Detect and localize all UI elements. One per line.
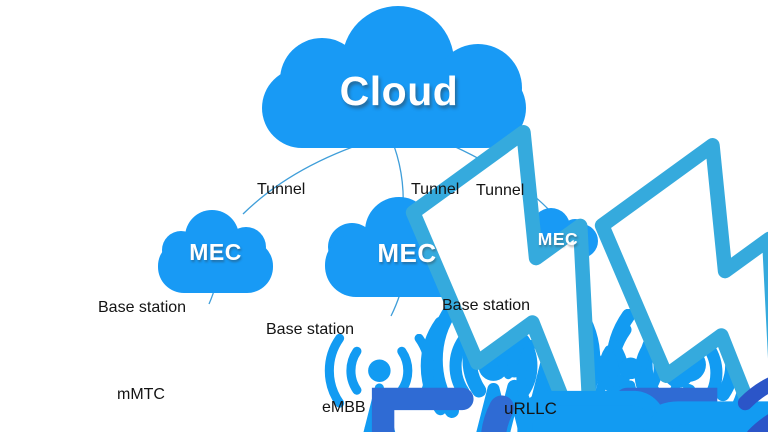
cloud-core-shape bbox=[262, 6, 526, 148]
cloud-label: Cloud bbox=[339, 68, 459, 114]
slice-label-urllc: uRLLC bbox=[504, 399, 557, 418]
slice-label-mmtc: mMTC bbox=[117, 386, 165, 403]
mec-cloud-left-shape bbox=[158, 210, 273, 293]
base-station-label-middle: Base station bbox=[266, 321, 355, 338]
mec-label-middle: MEC bbox=[377, 238, 437, 268]
base-station-label-right: Base station bbox=[442, 297, 531, 314]
embb-devices bbox=[525, 398, 768, 432]
tunnel-label-middle: Tunnel bbox=[411, 181, 460, 198]
tunnel-label-left: Tunnel bbox=[257, 181, 306, 198]
base-station-label-left: Base station bbox=[98, 299, 187, 316]
mec-label-right: MEC bbox=[537, 229, 579, 249]
tunnel-label-right: Tunnel bbox=[476, 182, 525, 199]
mec-bs-link-middle bbox=[390, 293, 401, 317]
slice-label-embb: eMBB bbox=[322, 399, 366, 416]
mec-label-left: MEC bbox=[189, 239, 242, 265]
